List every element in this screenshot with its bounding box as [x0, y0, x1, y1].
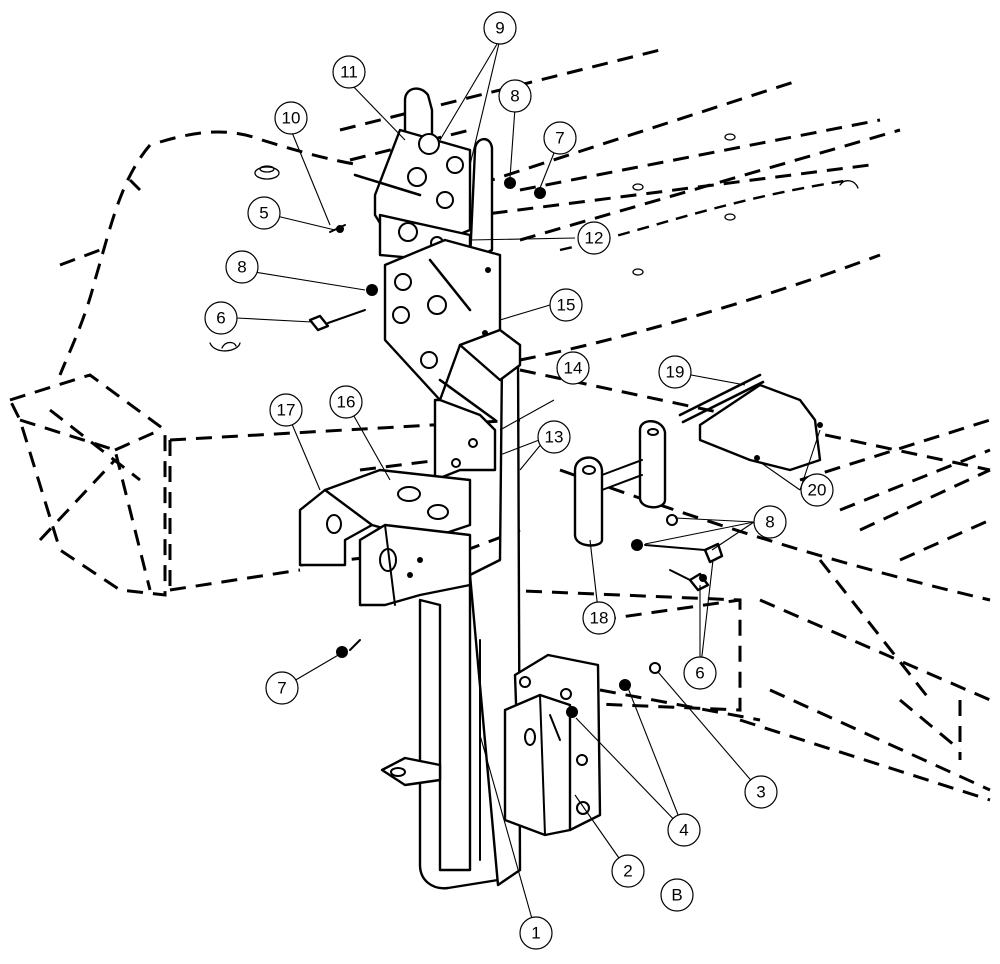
callout-bubble-7-top: 7 [543, 121, 577, 155]
callout-bubble-14: 14 [556, 351, 590, 385]
callout-label: 17 [277, 401, 296, 420]
upper-bracket-stack [353, 87, 522, 482]
callout-bubble-16: 16 [329, 385, 363, 419]
callout-bubble-17: 17 [269, 393, 303, 427]
leader-lines [236, 38, 821, 934]
callout-label: 16 [337, 393, 356, 412]
callout-bubble-7-bottom: 7 [265, 671, 299, 705]
callout-bubble-3: 3 [744, 775, 778, 809]
callout-label: 7 [277, 679, 286, 698]
callout-bubble-6-right: 6 [683, 656, 717, 690]
callout-bubble-9: 9 [483, 11, 517, 45]
callout-label: 15 [557, 296, 576, 315]
callout-bubble-8-top: 8 [498, 79, 532, 113]
callout-bubble-8-right: 8 [753, 505, 787, 539]
callout-label: 14 [564, 359, 583, 378]
lower-brackets [298, 468, 472, 607]
callout-label: 19 [666, 363, 685, 382]
callout-bubble-12: 12 [577, 221, 611, 255]
callout-label: 20 [808, 481, 827, 500]
callout-label: 12 [585, 229, 604, 248]
callout-label: 1 [531, 924, 540, 943]
callout-bubble-15: 15 [549, 288, 583, 322]
callout-label: 6 [216, 309, 225, 328]
callout-label: 8 [765, 513, 774, 532]
callout-bubble-8-left: 8 [225, 250, 259, 284]
callout-label: 10 [282, 109, 301, 128]
callout-bubble-4: 4 [667, 813, 701, 847]
callout-label: 6 [695, 664, 704, 683]
callout-bubble-5: 5 [247, 196, 281, 230]
callout-label: 11 [340, 63, 358, 82]
callout-bubble-11: 11 [332, 55, 366, 89]
callout-label: 13 [545, 428, 564, 447]
callout-label: 5 [259, 204, 268, 223]
callout-bubble-B: B [660, 878, 694, 912]
callout-bubble-18: 18 [582, 601, 616, 635]
callout-label: 9 [495, 19, 504, 38]
callout-bubble-13: 13 [537, 420, 571, 454]
callout-bubble-6-left: 6 [204, 301, 238, 335]
callout-label: B [671, 886, 682, 905]
fasteners [308, 177, 724, 658]
callout-label: 7 [555, 129, 564, 148]
callout-label: 18 [590, 609, 609, 628]
bearing-block [503, 653, 661, 837]
callout-bubble-10: 10 [274, 101, 308, 135]
callout-bubble-1: 1 [519, 916, 553, 950]
callout-bubble-20: 20 [800, 473, 834, 507]
callout-bubble-2: 2 [611, 854, 645, 888]
callout-label: 8 [510, 87, 519, 106]
callout-bubble-19: 19 [658, 355, 692, 389]
callout-label: 2 [623, 862, 632, 881]
callout-label: 8 [237, 258, 246, 277]
right-hardware [573, 373, 823, 547]
callout-label: 4 [679, 821, 688, 840]
callout-label: 3 [756, 783, 765, 802]
